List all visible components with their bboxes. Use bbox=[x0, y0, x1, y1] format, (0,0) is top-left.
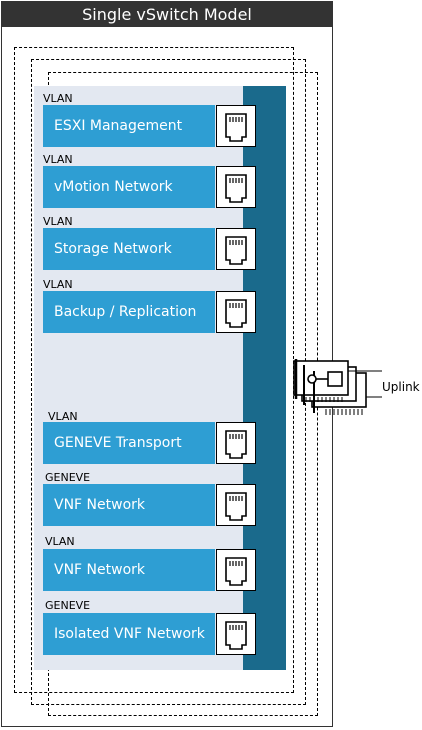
port-group-tag: GENEVE bbox=[45, 599, 91, 612]
ethernet-port-icon bbox=[216, 291, 256, 333]
nic-card-icon bbox=[293, 359, 382, 415]
port-group-geneve-transport: GENEVE Transport bbox=[43, 422, 215, 464]
port-group-storage-network: Storage Network bbox=[43, 228, 215, 270]
ethernet-port-icon bbox=[216, 166, 256, 208]
ethernet-port-icon bbox=[216, 105, 256, 147]
port-group-vmotion-network: vMotion Network bbox=[43, 166, 215, 208]
port-group-vnf-network-vlan: VNF Network bbox=[43, 549, 215, 591]
port-group-tag: GENEVE bbox=[45, 471, 91, 484]
port-group-tag: VLAN bbox=[43, 92, 73, 105]
port-group-backup-replication: Backup / Replication bbox=[43, 291, 215, 333]
diagram-title: Single vSwitch Model bbox=[1, 1, 333, 27]
port-group-tag: VLAN bbox=[43, 153, 73, 166]
port-group-vnf-network-geneve: VNF Network bbox=[43, 484, 215, 526]
ethernet-port-icon bbox=[216, 484, 256, 526]
uplink-label: Uplink bbox=[382, 380, 420, 394]
port-group-esxi-management: ESXI Management bbox=[43, 105, 215, 147]
port-group-tag: VLAN bbox=[45, 535, 75, 548]
ethernet-port-icon bbox=[216, 613, 256, 655]
port-group-tag: VLAN bbox=[43, 215, 73, 228]
ethernet-port-icon bbox=[216, 228, 256, 270]
port-group-isolated-vnf-network: Isolated VNF Network bbox=[43, 613, 215, 655]
port-group-tag: VLAN bbox=[48, 410, 78, 423]
port-group-tag: VLAN bbox=[43, 278, 73, 291]
ethernet-port-icon bbox=[216, 549, 256, 591]
ethernet-port-icon bbox=[216, 422, 256, 464]
